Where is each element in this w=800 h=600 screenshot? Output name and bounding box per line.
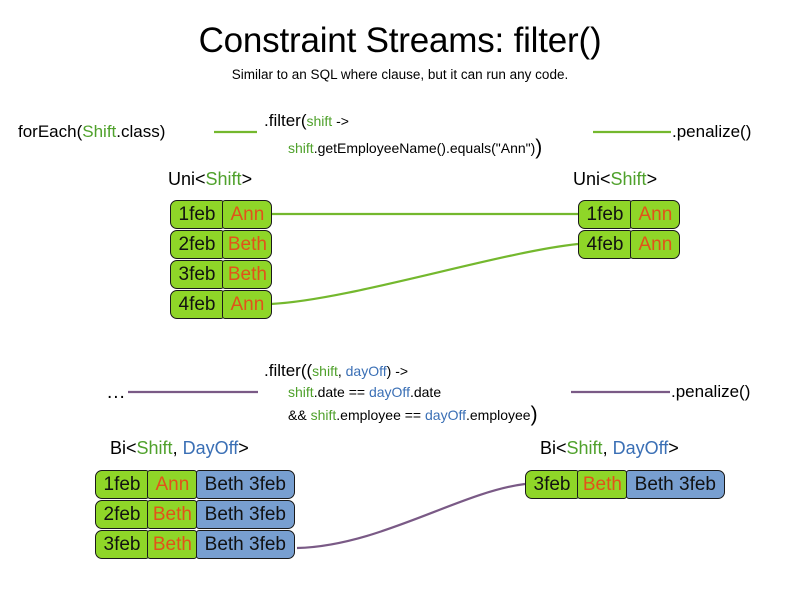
- bi-left-generic-comma: ,: [172, 438, 183, 458]
- page-subtitle: Similar to an SQL where clause, but it c…: [231, 67, 569, 82]
- uni-left-generic-suffix: >: [241, 169, 253, 189]
- table-row[interactable]: 4feb Ann: [578, 230, 681, 259]
- uni-right-generic-prefix: Uni<: [573, 169, 611, 189]
- table-row[interactable]: 2feb Beth: [170, 230, 273, 259]
- cell-date: 3feb: [95, 530, 149, 559]
- bi-filter-line2: shift.date == dayOff.date: [288, 383, 441, 402]
- bi-filter-l3-mid: .employee ==: [336, 407, 425, 423]
- cell-date: 3feb: [170, 260, 224, 289]
- bi-filter-comma: ,: [337, 363, 346, 379]
- cell-employee: Ann: [147, 470, 198, 499]
- bi-source-ellipsis: ...: [107, 382, 126, 403]
- uni-right-generic-type: Shift: [610, 169, 647, 189]
- cell-employee: Ann: [222, 200, 273, 229]
- bi-right-table: 3feb Beth Beth 3feb: [525, 470, 725, 499]
- cell-date: 1feb: [95, 470, 149, 499]
- table-row[interactable]: 3feb Beth Beth 3feb: [525, 470, 725, 499]
- cell-employee: Beth: [147, 530, 198, 559]
- connector-bi-row3: [296, 482, 526, 550]
- bi-left-generic-type2: DayOff: [182, 438, 239, 458]
- cell-date: 3feb: [525, 470, 579, 499]
- bi-right-generic-suffix: >: [668, 438, 679, 458]
- connector-uni-row4: [270, 242, 579, 306]
- bi-filter-l3-and: &&: [288, 407, 311, 423]
- table-row[interactable]: 3feb Beth Beth 3feb: [95, 530, 295, 559]
- uni-left-generic-prefix: Uni<: [168, 169, 206, 189]
- table-row[interactable]: 1feb Ann: [170, 200, 273, 229]
- cell-dayoff: Beth 3feb: [195, 500, 295, 529]
- cell-date: 2feb: [95, 500, 149, 529]
- uni-filter-line1: .filter(shift ->: [264, 110, 349, 131]
- bi-left-generic-suffix: >: [238, 438, 249, 458]
- bi-filter-head: .filter((: [264, 361, 313, 380]
- uni-left-table: 1feb Ann 2feb Beth 3feb Beth 4feb Ann: [170, 200, 273, 319]
- bi-filter-l3-end: .employee: [466, 407, 531, 423]
- bi-filter-arrow: ) ->: [386, 363, 409, 379]
- foreach-suffix: .class): [116, 122, 166, 141]
- bi-penalize-label: .penalize(): [671, 382, 751, 401]
- cell-employee: Beth: [222, 260, 273, 289]
- bi-filter-l2-var1: shift: [288, 384, 314, 400]
- cell-date: 1feb: [170, 200, 224, 229]
- page-title: Constraint Streams: filter(): [198, 21, 602, 60]
- cell-date: 4feb: [578, 230, 632, 259]
- bi-left-generic-prefix: Bi<: [110, 438, 137, 458]
- bi-right-generic-label: Bi<Shift, DayOff>: [540, 437, 679, 459]
- cell-employee: Beth: [577, 470, 628, 499]
- uni-filter-head: .filter(: [264, 111, 307, 130]
- cell-dayoff: Beth 3feb: [195, 530, 295, 559]
- uni-right-generic-suffix: >: [646, 169, 658, 189]
- bi-filter-line1: .filter((shift, dayOff) ->: [264, 360, 408, 381]
- uni-left-generic-type: Shift: [205, 169, 242, 189]
- table-row[interactable]: 1feb Ann Beth 3feb: [95, 470, 295, 499]
- cell-dayoff: Beth 3feb: [625, 470, 725, 499]
- cell-employee: Ann: [222, 290, 273, 319]
- uni-filter-arrow: ->: [332, 113, 349, 129]
- foreach-source-label: forEach(Shift.class): [18, 121, 165, 142]
- bi-filter-l2-end: .date: [409, 384, 442, 400]
- bi-right-generic-prefix: Bi<: [540, 438, 567, 458]
- uni-filter-line2: shift.getEmployeeName().equals("Ann")): [288, 136, 543, 159]
- bi-filter-l3-var2: dayOff: [425, 407, 466, 423]
- bi-filter-l2-var2: dayOff: [368, 384, 410, 400]
- table-row[interactable]: 1feb Ann: [578, 200, 681, 229]
- bi-right-generic-type1: Shift: [566, 438, 603, 458]
- cell-dayoff: Beth 3feb: [195, 470, 295, 499]
- bi-filter-line3: && shift.employee == dayOff.employee): [288, 403, 538, 426]
- table-row[interactable]: 4feb Ann: [170, 290, 273, 319]
- bi-filter-close-paren: ): [530, 403, 538, 426]
- cell-employee: Beth: [147, 500, 198, 529]
- bi-left-generic-type1: Shift: [136, 438, 173, 458]
- uni-left-generic-label: Uni<Shift>: [168, 168, 252, 190]
- uni-filter-body-rest: .getEmployeeName().equals("Ann"): [313, 140, 536, 156]
- cell-date: 1feb: [578, 200, 632, 229]
- uni-right-generic-label: Uni<Shift>: [573, 168, 657, 190]
- uni-filter-param: shift: [306, 113, 333, 129]
- bi-left-generic-label: Bi<Shift, DayOff>: [110, 437, 249, 459]
- uni-filter-body-var: shift: [288, 140, 314, 156]
- foreach-prefix: forEach(: [18, 122, 83, 141]
- table-row[interactable]: 3feb Beth: [170, 260, 273, 289]
- uni-right-table: 1feb Ann 4feb Ann: [578, 200, 681, 259]
- bi-right-generic-type2: DayOff: [612, 438, 669, 458]
- bi-filter-l2-mid: .date ==: [313, 384, 369, 400]
- cell-employee: Ann: [630, 200, 681, 229]
- bi-right-generic-comma: ,: [602, 438, 613, 458]
- foreach-type: Shift: [82, 122, 117, 141]
- bi-filter-l3-var1: shift: [310, 407, 337, 423]
- bi-filter-param2: dayOff: [345, 363, 387, 379]
- cell-date: 4feb: [170, 290, 224, 319]
- uni-filter-close-paren: ): [535, 136, 543, 159]
- cell-employee: Ann: [630, 230, 681, 259]
- table-row[interactable]: 2feb Beth Beth 3feb: [95, 500, 295, 529]
- bi-left-table: 1feb Ann Beth 3feb 2feb Beth Beth 3feb 3…: [95, 470, 295, 559]
- uni-penalize-label: .penalize(): [672, 122, 752, 141]
- cell-date: 2feb: [170, 230, 224, 259]
- cell-employee: Beth: [222, 230, 273, 259]
- bi-filter-param1: shift: [312, 363, 338, 379]
